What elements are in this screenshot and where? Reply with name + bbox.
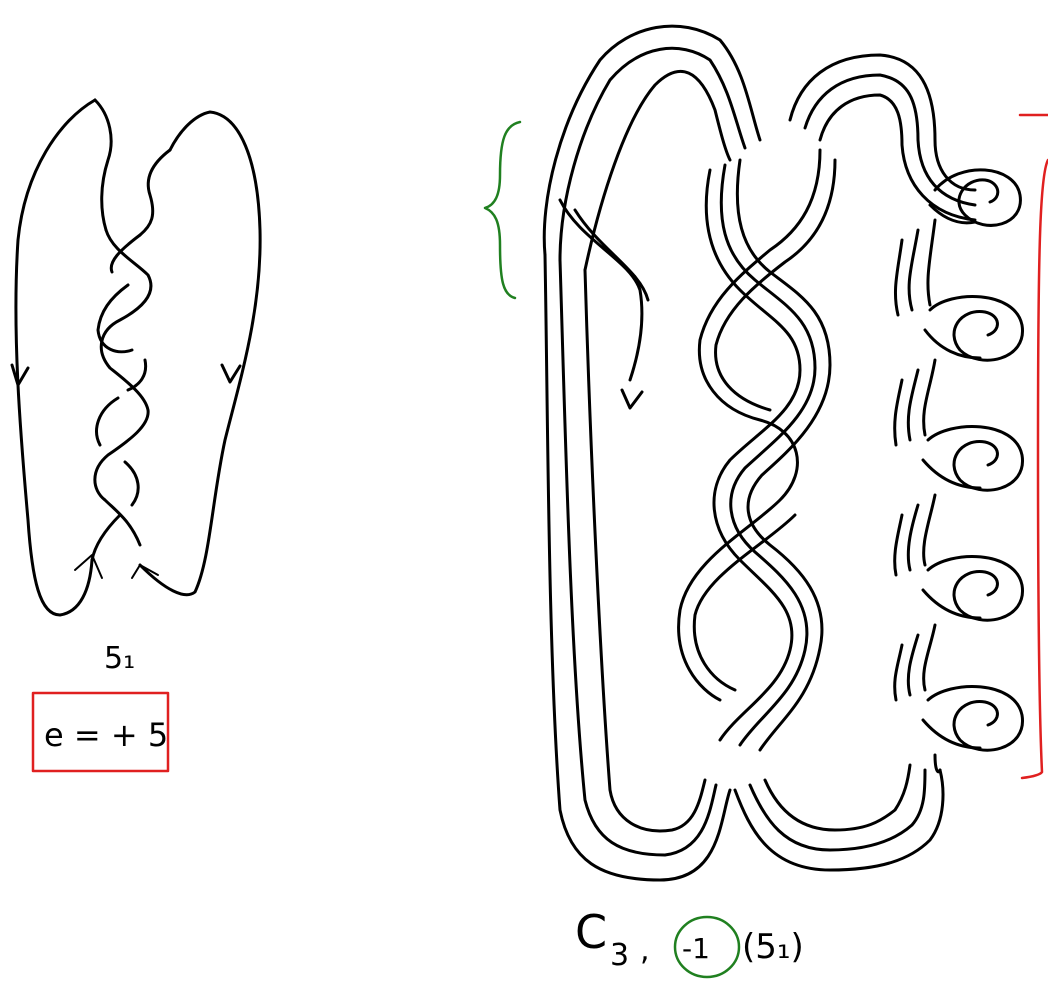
cable-bottom-arch-3 bbox=[765, 765, 910, 830]
curl-5 bbox=[923, 686, 1023, 750]
cable-label-p: 3 bbox=[610, 938, 629, 973]
cable-top-cross bbox=[560, 200, 648, 380]
writhe-label: e = + 5 bbox=[44, 716, 168, 754]
cable-top-arch-3 bbox=[820, 95, 975, 220]
cable-outer-strand-3 bbox=[585, 270, 705, 831]
cable-braid-c bbox=[737, 160, 830, 750]
curl-4 bbox=[923, 556, 1023, 620]
knot-label: 5₁ bbox=[104, 641, 135, 676]
red-bracket bbox=[1020, 115, 1048, 778]
knot-top-right bbox=[140, 150, 170, 235]
knot-left-strand bbox=[16, 100, 95, 615]
arrow-left-icon bbox=[12, 365, 28, 385]
cable-braid-d bbox=[679, 150, 820, 700]
knot-top-left bbox=[95, 100, 111, 230]
curl-2 bbox=[925, 296, 1023, 360]
arrow-right-icon bbox=[222, 365, 240, 382]
arrow-bottom-left-icon bbox=[75, 555, 102, 578]
cable-label-sep: , bbox=[640, 933, 650, 968]
cable-label: C 3 , -1 (5₁) bbox=[575, 905, 804, 977]
left-knot-diagram bbox=[12, 100, 260, 615]
cable-label-q: -1 bbox=[682, 932, 710, 965]
green-bracket bbox=[485, 122, 520, 298]
cable-label-knot: (5₁) bbox=[742, 927, 804, 967]
cable-top-loop-1 bbox=[544, 26, 760, 255]
cable-top-arch-2 bbox=[805, 75, 975, 205]
cable-label-c: C bbox=[575, 905, 607, 959]
cable-right-column-2 bbox=[908, 230, 918, 695]
curl-3 bbox=[923, 426, 1023, 490]
knot-right-strand bbox=[140, 112, 260, 595]
cable-right-column-3 bbox=[895, 240, 902, 700]
cable-diagram bbox=[544, 26, 1022, 880]
knot-braid bbox=[95, 230, 151, 545]
cable-top-loop-3 bbox=[585, 71, 730, 270]
curl-1 bbox=[930, 170, 1020, 226]
cable-arrow-icon bbox=[622, 390, 642, 408]
cable-bottom-arch-2 bbox=[750, 770, 925, 850]
